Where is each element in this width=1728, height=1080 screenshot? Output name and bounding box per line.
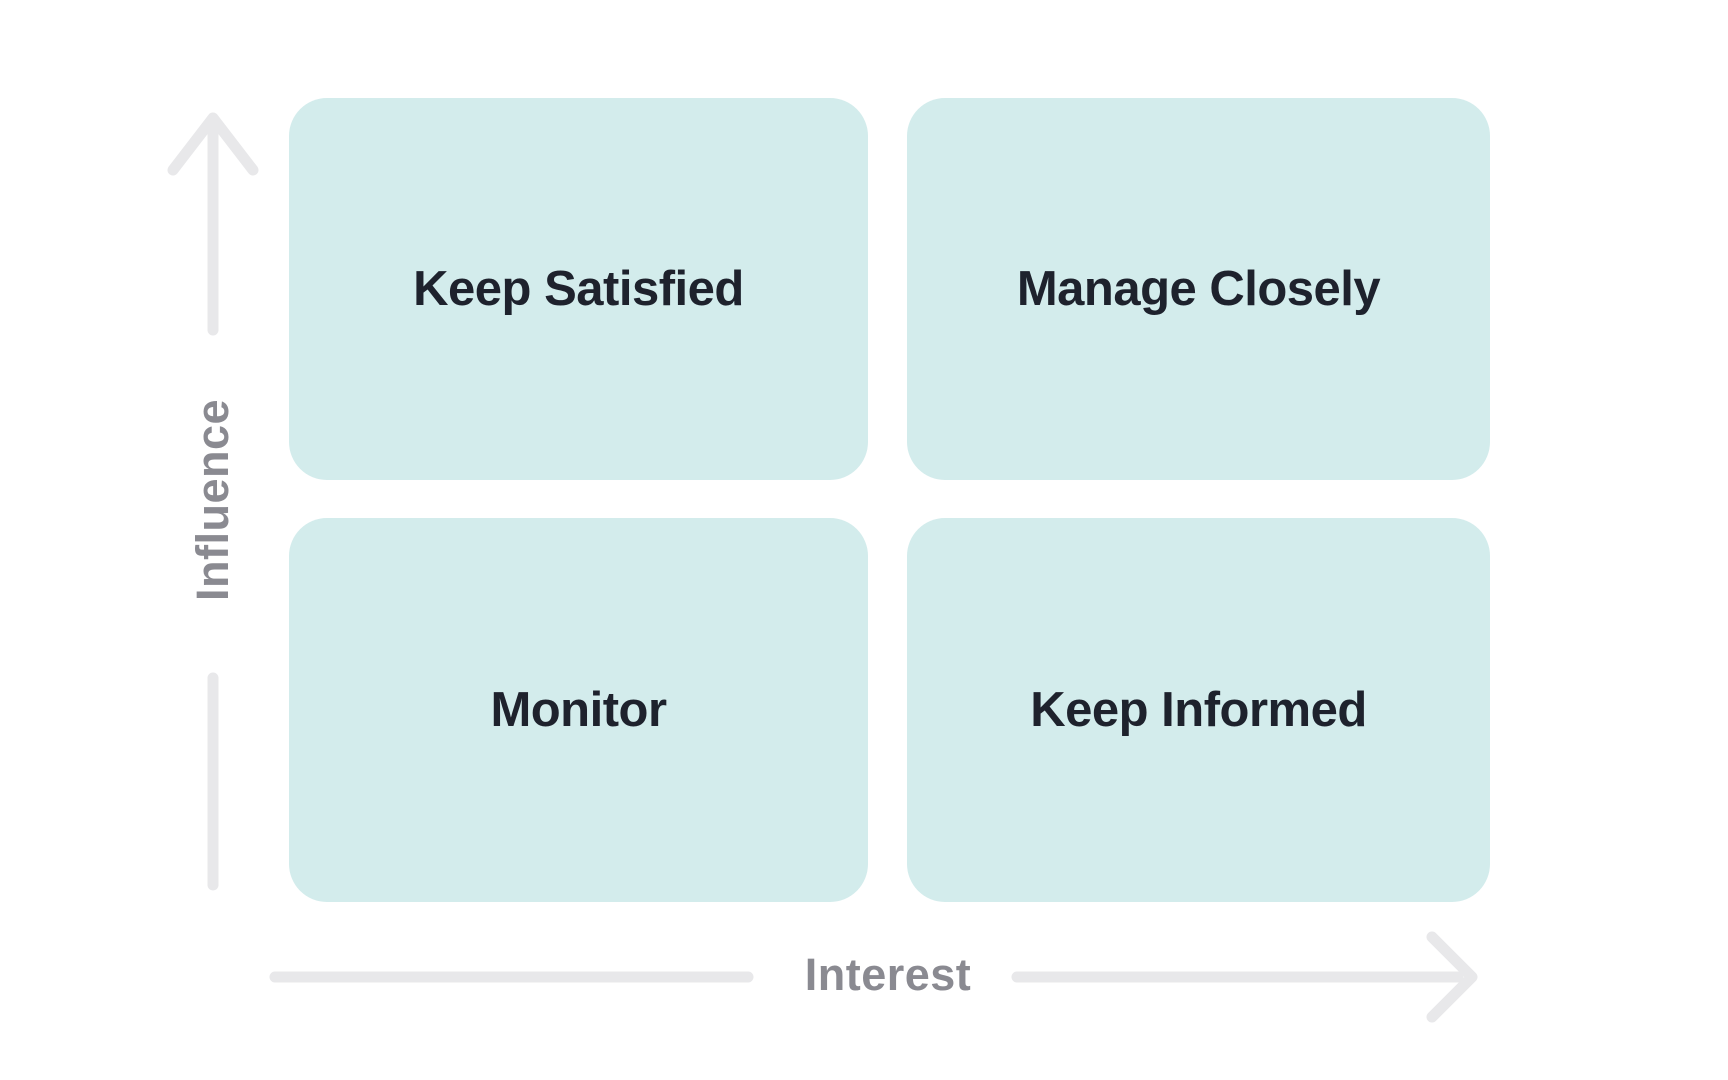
quadrant-monitor: Monitor (289, 518, 868, 902)
quadrant-label-keep-informed: Keep Informed (1030, 683, 1367, 737)
arrow-right-icon (1426, 931, 1478, 1023)
x-axis-label: Interest (804, 949, 972, 1000)
quadrant-label-monitor: Monitor (490, 683, 667, 737)
y-axis-label: Influence (187, 398, 238, 602)
arrow-up-icon (167, 112, 259, 176)
quadrant-label-manage-closely: Manage Closely (1016, 262, 1381, 316)
quadrant-label-keep-satisfied: Keep Satisfied (413, 262, 744, 316)
interest-axis-arrow (269, 931, 1478, 1023)
quadrant-keep-informed: Keep Informed (907, 518, 1490, 902)
influence-axis-arrow (167, 112, 259, 891)
quadrant-manage-closely: Manage Closely (907, 98, 1490, 480)
quadrant-keep-satisfied: Keep Satisfied (289, 98, 868, 480)
